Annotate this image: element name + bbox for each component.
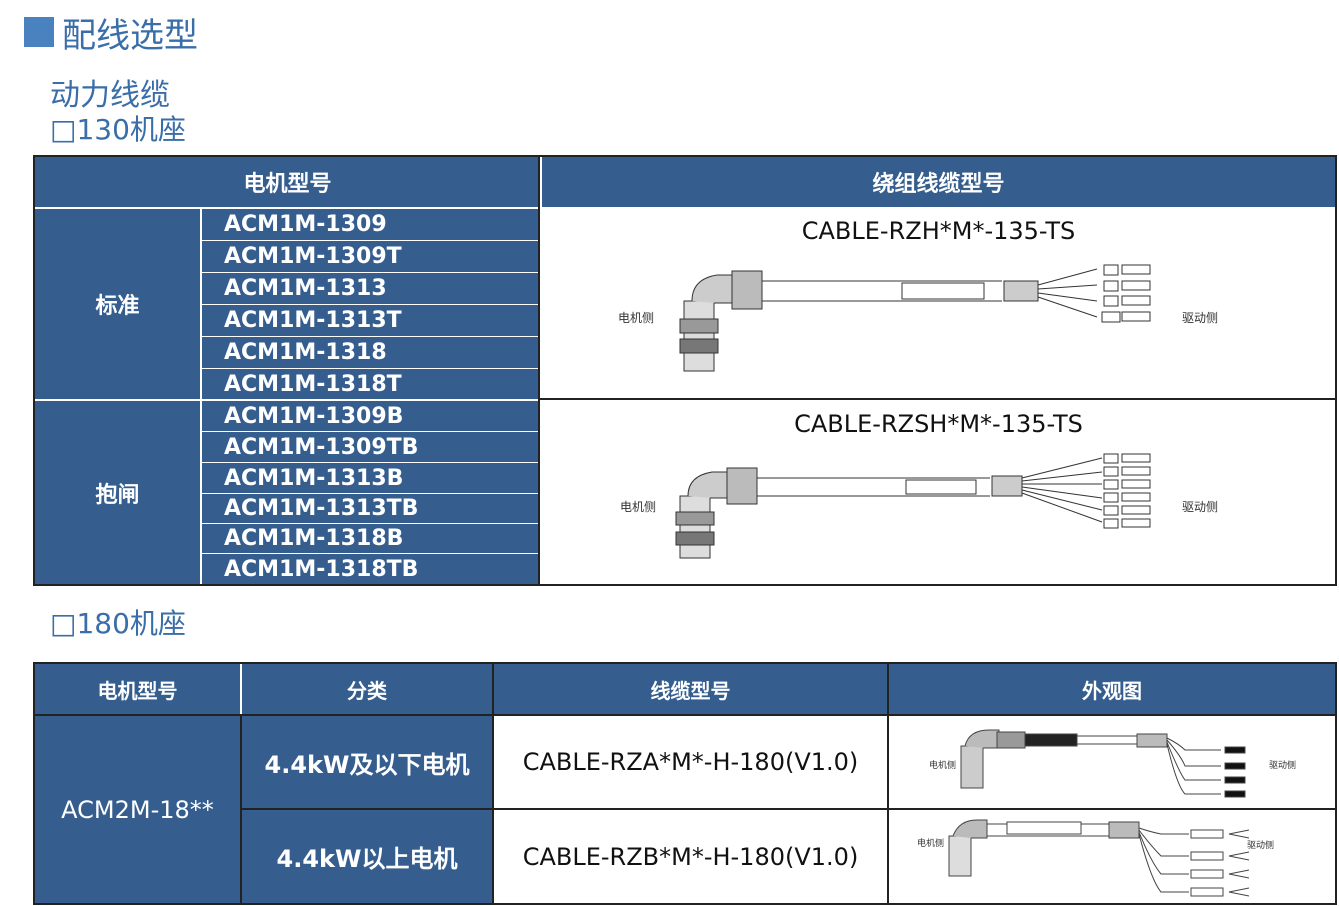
col-divider: [887, 664, 889, 903]
table-130-border: [33, 155, 1337, 586]
motor-model-cell: ACM2M-18**: [35, 716, 240, 903]
frame-180-title: □180机座: [50, 607, 186, 640]
row-divider: [35, 714, 1335, 716]
cable-name: CABLE-RZSH*M*-135-TS: [794, 410, 1083, 438]
header-motor-model: 电机型号: [35, 157, 540, 207]
header-motor-model: 电机型号: [35, 664, 240, 714]
model-cell: ACM1M-1309TB: [202, 432, 538, 463]
section-title: 配线选型: [24, 8, 198, 56]
cable-diagram-icon: [948, 819, 1250, 897]
cable-model-cell: CABLE-RZB*M*-H-180(V1.0): [522, 842, 859, 871]
category-cell: 4.4kW以上电机: [242, 810, 492, 903]
table-180-border: [33, 662, 1337, 905]
cable-diagram-icon: [679, 264, 1151, 372]
motor-side-label: 电机侧: [929, 761, 957, 771]
header-appearance: 外观图: [889, 664, 1335, 714]
drive-side-label: 驱动侧: [1182, 311, 1219, 325]
cable-cell-brake: CABLE-RZSH*M*-135-TS 电机侧 驱动侧: [542, 400, 1335, 584]
cable-name: CABLE-RZH*M*-135-TS: [801, 217, 1076, 245]
header-cable-model: 线缆型号: [494, 664, 887, 714]
model-cell: ACM1M-1309T: [202, 241, 538, 273]
appearance-cell: 电机侧 驱动侧: [889, 810, 1335, 903]
model-cell: ACM1M-1313TB: [202, 494, 538, 524]
model-cell: ACM1M-1318T: [202, 369, 538, 399]
model-cell: ACM1M-1318TB: [202, 554, 538, 584]
col-divider: [240, 716, 242, 903]
category-cell: 4.4kW及以下电机: [242, 716, 492, 808]
model-cell: ACM1M-1318: [202, 337, 538, 369]
motor-side-label: 电机侧: [620, 500, 657, 514]
header-category: 分类: [242, 664, 492, 714]
model-cell: ACM1M-1318B: [202, 524, 538, 554]
model-cell: ACM1M-1313T: [202, 305, 538, 337]
model-cell: ACM1M-1309: [202, 209, 538, 241]
drive-side-label: 驱动侧: [1182, 500, 1219, 514]
cable-diagram-icon: [675, 453, 1151, 559]
cable-cell-standard: CABLE-RZH*M*-135-TS 电机侧 驱动侧: [542, 209, 1335, 398]
group-standard: 标准: [35, 209, 200, 399]
square-icon: [24, 17, 54, 47]
row-divider: [242, 808, 1335, 810]
model-cell: ACM1M-1313B: [202, 463, 538, 494]
section-title-text: 配线选型: [62, 15, 198, 56]
model-cell: ACM1M-1309B: [202, 401, 538, 432]
frame-130-title: □130机座: [50, 113, 186, 146]
drive-side-label: 驱动侧: [1247, 841, 1275, 851]
header-winding-cable: 绕组线缆型号: [542, 157, 1335, 207]
drive-side-label: 驱动侧: [1269, 761, 1297, 771]
col-divider: [538, 157, 540, 584]
model-cell: ACM1M-1313: [202, 273, 538, 305]
motor-side-label: 电机侧: [917, 839, 945, 849]
motor-side-label: 电机侧: [618, 311, 655, 325]
appearance-cell: 电机侧 驱动侧: [889, 716, 1335, 808]
row-divider: [540, 398, 1337, 400]
group-brake: 抱闸: [35, 401, 200, 584]
cable-photo-icon: [960, 729, 1246, 798]
col-divider: [492, 664, 494, 903]
cable-model-cell: CABLE-RZA*M*-H-180(V1.0): [522, 748, 859, 776]
subtitle-power-cable: 动力线缆: [50, 78, 170, 113]
